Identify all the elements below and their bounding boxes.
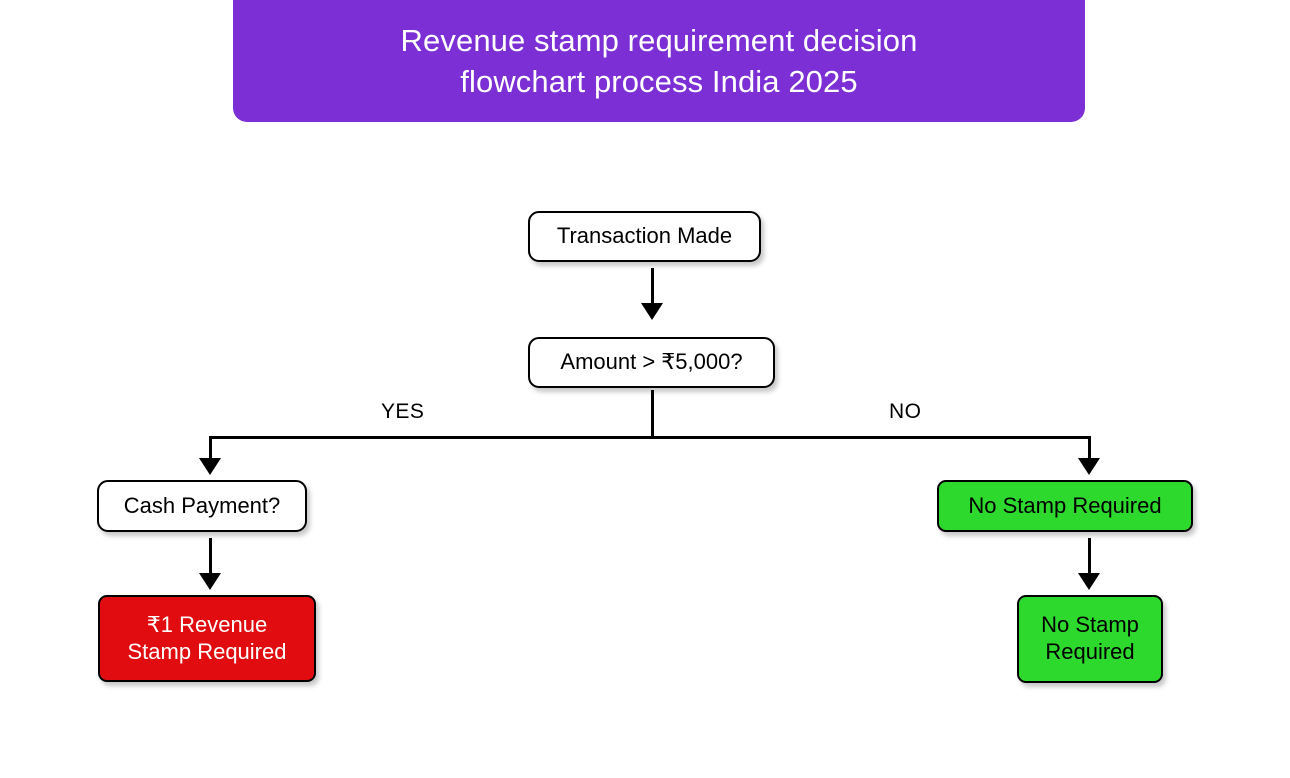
branch-label-yes: YES	[381, 400, 425, 423]
node-stamp-required[interactable]: ₹1 Revenue Stamp Required	[98, 595, 316, 682]
connector-nostamp-to-nostamp	[1088, 538, 1091, 585]
connector-cash-to-stamp	[209, 538, 212, 585]
connector-start-to-amount	[651, 268, 654, 315]
branch-label-no: NO	[889, 400, 922, 423]
arrowhead-nostamp-to-nostamp	[1078, 573, 1100, 590]
arrowhead-cash-to-stamp	[199, 573, 221, 590]
page-title: Revenue stamp requirement decision flowc…	[400, 22, 918, 99]
title-banner: Revenue stamp requirement decision flowc…	[233, 0, 1085, 122]
node-cash-payment-check[interactable]: Cash Payment?	[97, 480, 307, 532]
arrowhead-no-branch	[1078, 458, 1100, 475]
node-no-stamp-required-small[interactable]: No Stamp Required	[1017, 595, 1163, 683]
node-transaction-made[interactable]: Transaction Made	[528, 211, 761, 262]
connector-yes-drop	[209, 436, 212, 470]
node-amount-check[interactable]: Amount > ₹5,000?	[528, 337, 775, 388]
arrowhead-start-to-amount	[641, 303, 663, 320]
arrowhead-yes-branch	[199, 458, 221, 475]
node-no-stamp-required-wide[interactable]: No Stamp Required	[937, 480, 1193, 532]
connector-branch-rail	[209, 436, 1091, 439]
connector-no-drop	[1088, 436, 1091, 470]
connector-amount-stem	[651, 390, 654, 439]
